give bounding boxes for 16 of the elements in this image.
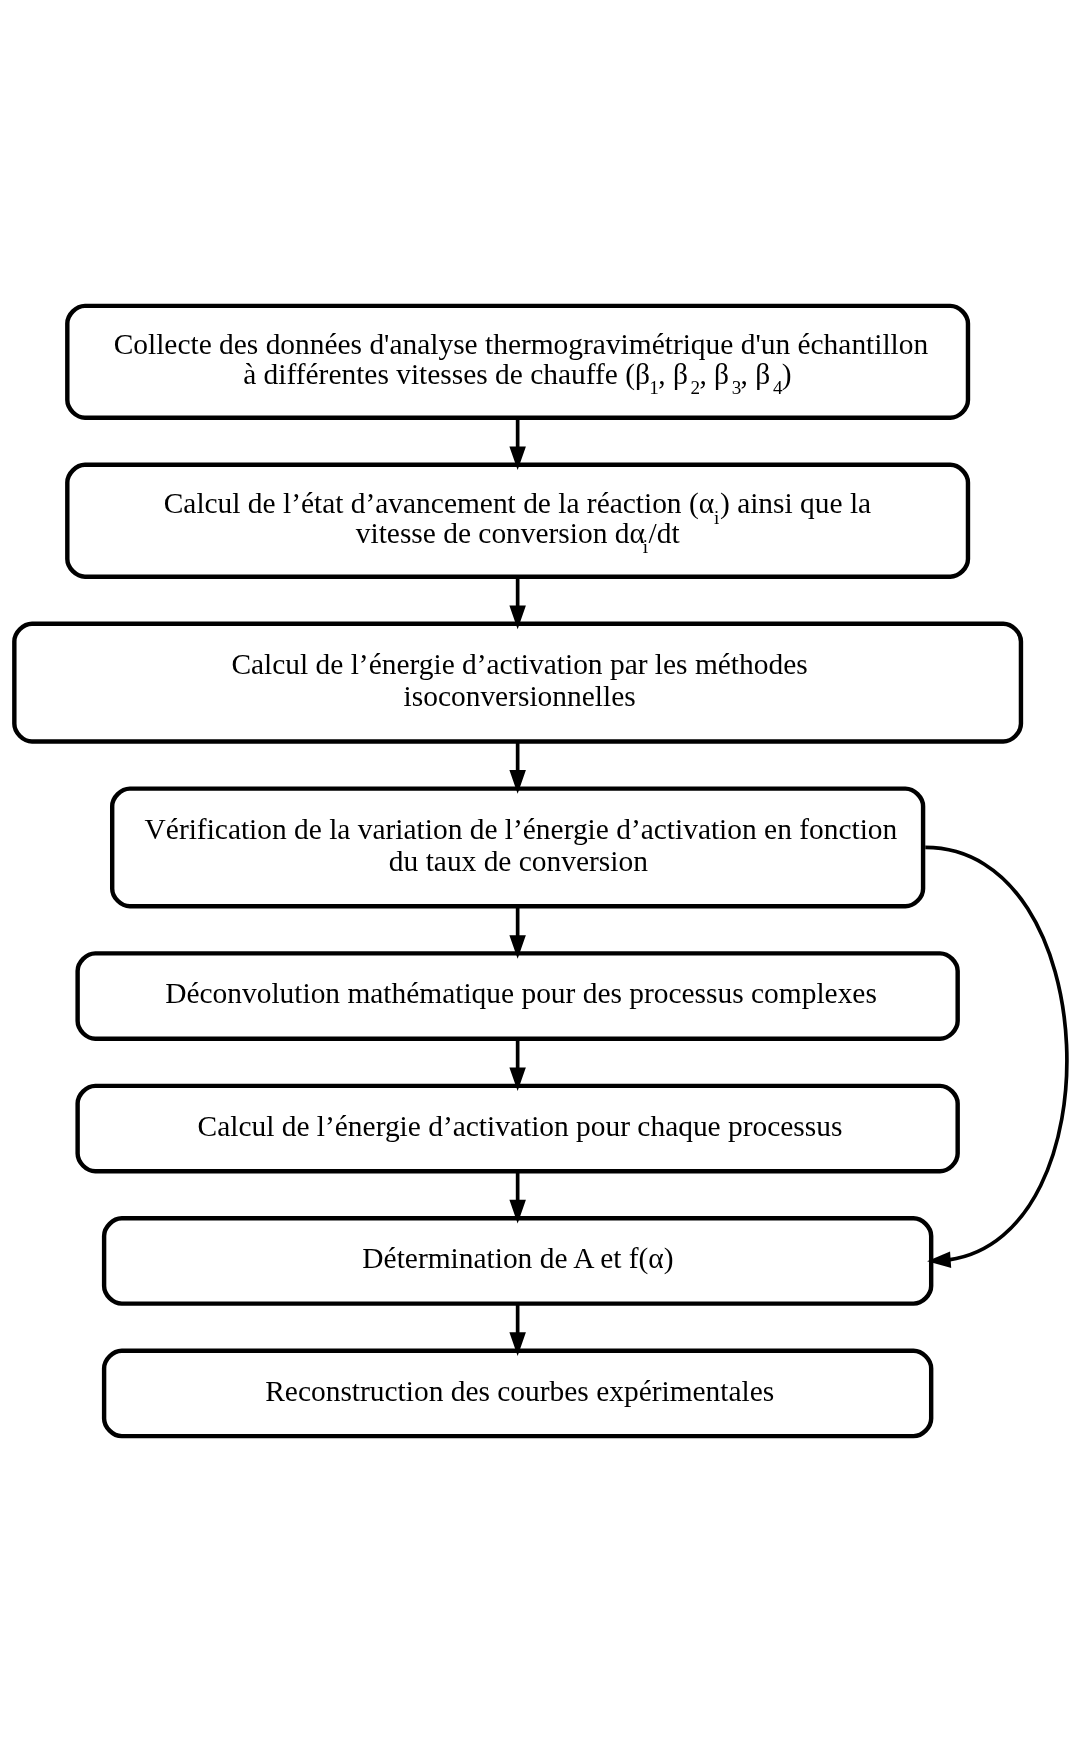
node-box: Déconvolution mathématique pour des processus complexes [75, 951, 960, 1041]
arrow [509, 576, 526, 630]
node-box: Reconstruction des courbes expérimentales [101, 1348, 934, 1439]
node-box: Détermination de A et f(α) [101, 1216, 934, 1306]
node-box: Calcul de l’état d’avancement de la réaction (α$_{i}$) ainsi que la vitesse de conversion dα$_{i}$/dt [65, 462, 971, 579]
arrow [509, 1171, 526, 1224]
arrow [509, 417, 526, 471]
arrow [509, 741, 526, 794]
arrow [924, 845, 1069, 1268]
node-box: Calcul de l’énergie d’activation pour chaque processus [75, 1083, 960, 1174]
node-box: Calcul de l’énergie d’activation par les méthodes isoconversionnelles [12, 621, 1024, 744]
arrow [509, 1304, 526, 1356]
arrow [509, 1039, 526, 1092]
node-box: Collecte des données d'analyse thermogravimétrique d'un échantillon à différentes vitesses de chauffe (β$_{1}$, β$_{2}$, β$_{3}$, β$_{4}$) [65, 303, 971, 420]
arrow [509, 906, 526, 959]
node-box: Vérification de la variation de l’énergie d’activation en fonction du taux de conversion [110, 786, 926, 909]
